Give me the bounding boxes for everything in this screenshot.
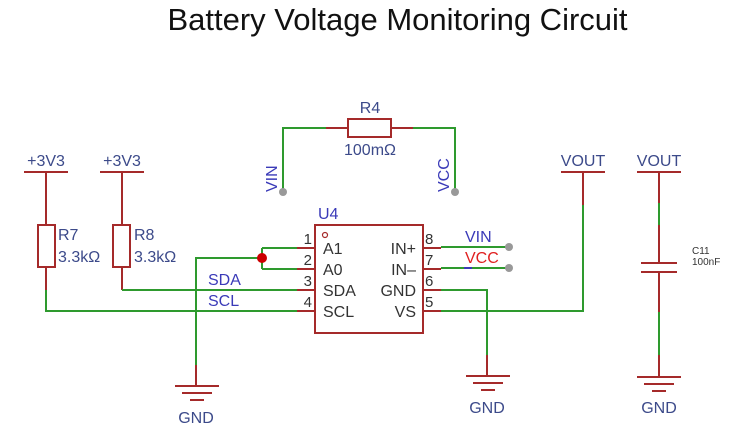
pin-number: 2 — [304, 252, 312, 269]
wire-scl — [45, 290, 297, 312]
pin-number: 4 — [304, 294, 312, 311]
c11-designator: C11 — [692, 246, 710, 257]
power-port-label: +3V3 — [103, 153, 141, 170]
gnd-symbol-3[interactable]: GND — [637, 376, 681, 417]
net-port-vin-u4[interactable] — [505, 243, 513, 251]
r4-value: 100mΩ — [344, 142, 396, 159]
diagram-title: Battery Voltage Monitoring Circuit — [167, 2, 628, 37]
gnd-symbol-1[interactable]: GND — [175, 365, 219, 427]
wire-vcc-r4 — [413, 127, 456, 190]
net-label-scl: SCL — [208, 293, 239, 310]
gnd-label: GND — [469, 400, 505, 417]
net-port-vcc-u4[interactable] — [505, 264, 513, 272]
net-port-vin[interactable] — [279, 188, 287, 196]
ic-u4[interactable]: U4 1 2 3 4 A1 A0 SDA SCL 8 7 6 5 IN+ IN–… — [297, 206, 441, 334]
power-port-3v3-1[interactable]: +3V3 — [24, 153, 68, 173]
pin-name: VS — [395, 304, 416, 321]
r7-value: 3.3kΩ — [58, 249, 100, 266]
power-port-3v3-2[interactable]: +3V3 — [100, 153, 144, 173]
pin-number: 6 — [425, 273, 433, 290]
pin-number: 3 — [304, 273, 312, 290]
gnd-label: GND — [178, 410, 214, 427]
net-label-vcc-u4: VCC — [465, 250, 499, 267]
r8-value: 3.3kΩ — [134, 249, 176, 266]
pin-name: IN– — [391, 262, 416, 279]
u4-designator: U4 — [318, 206, 339, 223]
pin-name: SCL — [323, 304, 354, 321]
net-label-vcc-r4: VCC — [436, 158, 453, 192]
wire-vin-r4 — [282, 127, 326, 190]
wire-gnd-addr — [195, 257, 262, 385]
gnd-symbol-2[interactable]: GND — [466, 355, 510, 417]
pin-number: 5 — [425, 294, 433, 311]
pin-name: A1 — [323, 241, 343, 258]
r4-designator: R4 — [360, 100, 381, 117]
resistor-r7[interactable]: R7 3.3kΩ — [37, 172, 100, 290]
wire-gnd-u4 — [441, 289, 488, 370]
power-port-label: VOUT — [637, 153, 682, 170]
pin-number: 7 — [425, 252, 433, 269]
capacitor-c11[interactable]: C11 100nF — [641, 225, 720, 312]
pin-number: 8 — [425, 231, 433, 248]
pin-number: 1 — [304, 231, 312, 248]
net-label-vin-r4: VIN — [264, 165, 281, 192]
power-port-label: +3V3 — [27, 153, 65, 170]
r8-designator: R8 — [134, 227, 155, 244]
net-port-vcc[interactable] — [451, 188, 459, 196]
pin-name: IN+ — [391, 241, 416, 258]
resistor-r8[interactable]: R8 3.3kΩ — [112, 172, 176, 290]
wire-vs — [441, 205, 584, 312]
net-label-vin-u4: VIN — [465, 229, 492, 246]
resistor-r4[interactable]: R4 100mΩ — [282, 100, 456, 190]
r7-designator: R7 — [58, 227, 79, 244]
pin-name: A0 — [323, 262, 343, 279]
junction-dot — [257, 253, 267, 263]
power-port-vout-1[interactable]: VOUT — [561, 153, 606, 205]
gnd-label: GND — [641, 400, 677, 417]
c11-value: 100nF — [692, 257, 720, 268]
pin-name: GND — [380, 283, 416, 300]
power-port-vout-2[interactable]: VOUT — [637, 153, 682, 203]
net-label-sda: SDA — [208, 272, 241, 289]
power-port-label: VOUT — [561, 153, 606, 170]
pin-name: SDA — [323, 283, 356, 300]
